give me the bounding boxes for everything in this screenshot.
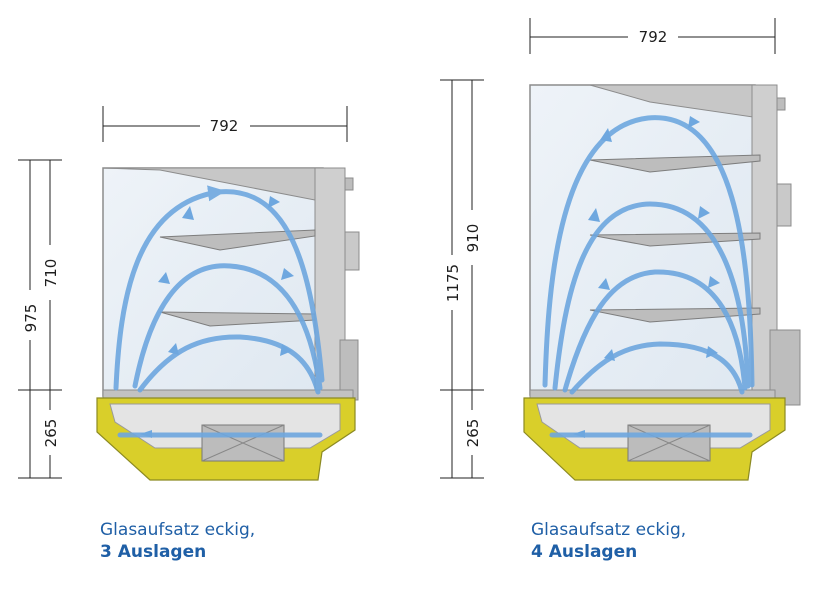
right-base-height-label: 265 (464, 419, 482, 448)
right-caption-line2: 4 Auslagen (531, 542, 638, 562)
left-caption-line1: Glasaufsatz eckig, (100, 520, 256, 540)
right-caption-line1: Glasaufsatz eckig, (531, 520, 687, 540)
right-display-case (523, 84, 801, 481)
left-glass-height-label: 710 (42, 259, 60, 288)
left-display-case (96, 167, 360, 481)
left-height-dimensions (18, 159, 62, 479)
left-total-height-label: 975 (22, 304, 40, 333)
left-width-label: 792 (210, 117, 239, 135)
right-width-dimension (529, 18, 776, 54)
right-total-height-label: 1175 (444, 264, 462, 302)
right-glass-height-label: 910 (464, 224, 482, 253)
left-width-dimension (102, 106, 348, 142)
right-caption: Glasaufsatz eckig, 4 Auslagen (531, 519, 686, 563)
left-base-height-label: 265 (42, 419, 60, 448)
right-width-label: 792 (639, 28, 668, 46)
left-caption: Glasaufsatz eckig, 3 Auslagen (100, 519, 255, 563)
left-caption-line2: 3 Auslagen (100, 542, 207, 562)
right-height-dimensions (440, 79, 484, 479)
